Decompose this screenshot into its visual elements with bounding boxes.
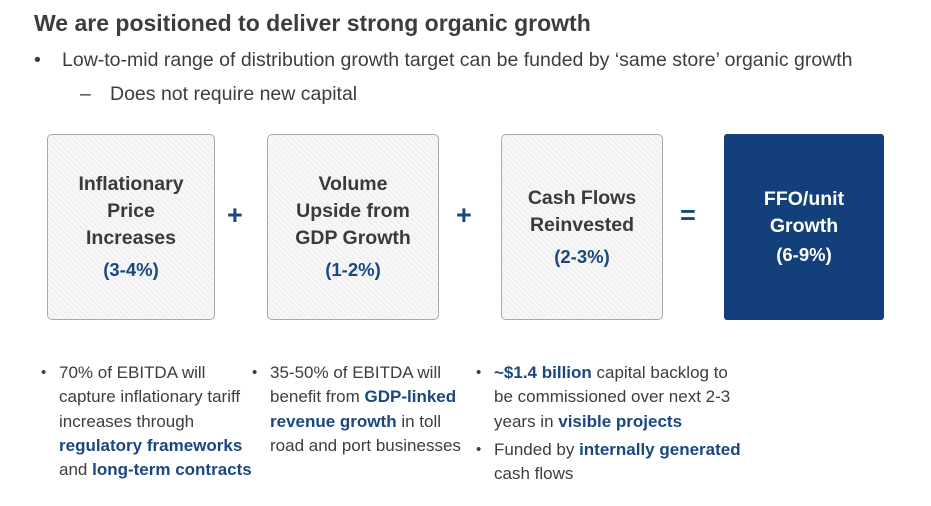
box-percentage: (1-2%) bbox=[325, 259, 381, 280]
plus-operator: + bbox=[227, 200, 243, 230]
page-title: We are positioned to deliver strong orga… bbox=[34, 10, 591, 36]
note-text: 35-50% of EBITDA will benefit from bbox=[270, 363, 442, 407]
bullet-marker: • bbox=[34, 49, 41, 71]
box-label-line: Price bbox=[107, 200, 155, 222]
note-item: Funded by internally generated cash flow… bbox=[476, 438, 746, 487]
equals-operator: = bbox=[680, 200, 696, 230]
box-label-line: Upside from bbox=[296, 200, 410, 222]
note-highlight: long-term contracts bbox=[92, 460, 252, 480]
note-highlight: visible projects bbox=[558, 411, 683, 431]
box-label-line: GDP Growth bbox=[295, 227, 411, 249]
box-percentage: (3-4%) bbox=[103, 259, 159, 280]
note-highlight: regulatory frameworks bbox=[59, 435, 243, 455]
box-percentage: (2-3%) bbox=[554, 245, 610, 267]
note-highlight: ~$1.4 billion bbox=[494, 363, 592, 382]
box-label-line: Growth bbox=[769, 215, 839, 237]
note-text: 70% of EBITDA will capture inflationary … bbox=[59, 363, 241, 431]
box-inflationary-price-increases: Inflationary Price Increases (3-4%) bbox=[47, 134, 215, 320]
note-item: 35-50% of EBITDA will benefit from GDP-l… bbox=[252, 361, 472, 458]
bullet-text: Low-to-mid range of distribution growth … bbox=[62, 49, 853, 71]
box-ffo-unit-growth: FFO/unit Growth (6-9%) bbox=[724, 134, 884, 320]
note-column-cash-flows: ~$1.4 billion capital backlog to be comm… bbox=[476, 361, 746, 486]
sub-bullet-text: Does not require new capital bbox=[110, 83, 358, 105]
box-volume-upside: Volume Upside from GDP Growth (1-2%) bbox=[267, 134, 439, 320]
box-label-line: Cash Flows bbox=[527, 186, 637, 209]
sub-bullet-new-capital: –Does not require new capital bbox=[80, 83, 357, 106]
note-text: in toll road and port businesses bbox=[270, 411, 461, 455]
box-cash-flows-reinvested: Cash Flows Reinvested (2-3%) bbox=[501, 134, 663, 320]
note-highlight: internally generated bbox=[579, 439, 741, 459]
note-column-inflation: 70% of EBITDA will capture inflationary … bbox=[41, 361, 256, 482]
note-highlight: GDP-linked revenue growth bbox=[270, 387, 457, 431]
note-item: ~$1.4 billion capital backlog to be comm… bbox=[476, 361, 746, 434]
box-label-line: Increases bbox=[86, 227, 176, 249]
box-label-line: Inflationary bbox=[78, 173, 184, 195]
box-label-line: FFO/unit bbox=[763, 188, 845, 210]
bullet-distribution-growth: • Low-to-mid range of distribution growth… bbox=[34, 49, 853, 72]
box-label-line: Volume bbox=[318, 173, 388, 195]
box-percentage: (6-9%) bbox=[776, 244, 832, 265]
note-text: Funded by bbox=[494, 439, 580, 459]
plus-operator: + bbox=[456, 200, 472, 230]
note-text: cash flows bbox=[494, 464, 574, 484]
box-label-line: Reinvested bbox=[529, 213, 635, 236]
note-item: 70% of EBITDA will capture inflationary … bbox=[41, 361, 256, 482]
dash-marker: – bbox=[80, 83, 91, 105]
note-text: and bbox=[59, 460, 93, 480]
note-text: capital backlog to be commissioned over … bbox=[494, 363, 731, 431]
note-column-volume: 35-50% of EBITDA will benefit from GDP-l… bbox=[252, 361, 472, 458]
